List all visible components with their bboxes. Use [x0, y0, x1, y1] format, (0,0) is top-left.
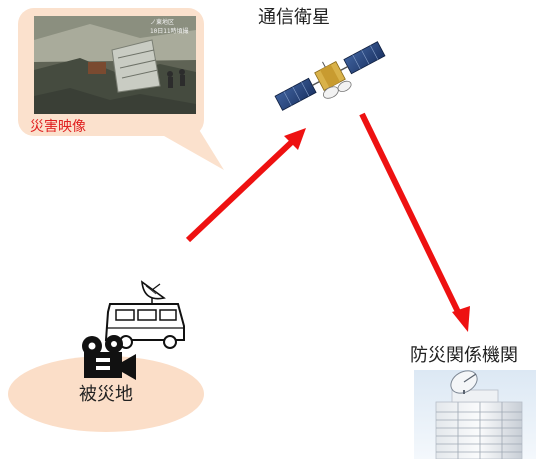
footage-overlay-line-1: ノ東地区 — [150, 18, 174, 26]
agency-label: 防災関係機関 — [410, 345, 518, 366]
satellite-icon — [274, 41, 386, 111]
disaster-site-ground — [8, 356, 204, 432]
callout-tail — [150, 128, 224, 170]
satellite: 通信衛星 — [258, 7, 386, 111]
footage-overlay-line-2: 10日11時頃撮 — [150, 27, 188, 35]
disaster-site-label: 被災地 — [79, 384, 133, 405]
video-camera-icon — [82, 335, 136, 380]
satellite-dish-icon — [141, 280, 166, 304]
office-building-icon — [414, 370, 536, 459]
footage-caption: 災害映像 — [30, 119, 86, 135]
disaster-footage-image: ノ東地区 10日11時頃撮 — [34, 16, 196, 114]
uplink-arrow — [185, 128, 306, 243]
disaster-site: 被災地 — [8, 280, 204, 432]
broadcast-van-icon — [104, 303, 185, 349]
footage-callout: ノ東地区 10日11時頃撮 災害映像 — [18, 8, 224, 170]
downlink-arrow — [359, 112, 470, 332]
satellite-label: 通信衛星 — [258, 7, 330, 28]
agency: 防災関係機関 — [410, 345, 536, 459]
